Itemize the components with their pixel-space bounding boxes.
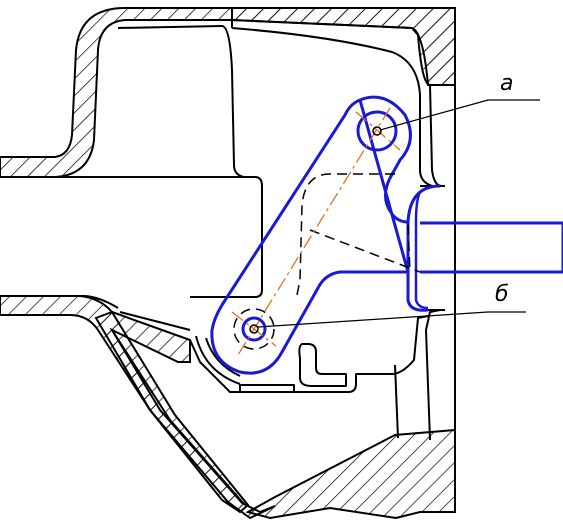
hidden-cutout <box>295 173 395 301</box>
plunger <box>406 184 563 312</box>
upper-pin-cross-centerline <box>355 111 401 151</box>
upper-pin-outer <box>356 110 398 152</box>
lever <box>210 95 412 375</box>
hidden-lines <box>233 173 421 350</box>
center-lines <box>231 107 401 356</box>
housing-right-upper-wall <box>231 7 456 86</box>
lower-outer-slant <box>111 329 246 506</box>
leader-line-a <box>379 99 540 131</box>
lower-pin-outer <box>241 316 267 342</box>
left-bore-bottom-line <box>0 295 119 309</box>
lower-pin-center-circle <box>249 324 259 334</box>
lower-pocket-lip <box>239 384 295 392</box>
plunger-head-inner <box>414 191 429 310</box>
right-inner-wall-upper <box>429 84 443 187</box>
pins <box>249 126 382 334</box>
housing-outlines <box>0 20 456 506</box>
lever-axis-centerline <box>237 107 391 356</box>
upper-pin-center-circle <box>372 126 382 136</box>
housing-section <box>0 7 456 520</box>
hidden-vertical <box>407 224 411 273</box>
hidden-diagonal <box>309 229 421 273</box>
lower-pocket-inner <box>298 343 347 387</box>
lower-pin-cross-centerline <box>231 311 277 347</box>
lower-pin-hidden-circle <box>233 308 275 350</box>
right-inner-wall-lower <box>425 309 441 441</box>
housing-lower-wall <box>0 295 276 520</box>
label-b: б <box>495 282 509 307</box>
plunger-rod <box>420 221 563 274</box>
right-mid-wall <box>394 364 399 439</box>
lower-pin-guard-arc <box>195 335 241 385</box>
inner-cavity-outline <box>117 25 245 178</box>
lever-outline <box>210 95 412 375</box>
housing-slanted-strip <box>94 310 250 514</box>
lower-pin-guard-arc-inner <box>205 337 241 377</box>
label-a: а <box>500 71 513 96</box>
plunger-head <box>406 184 441 312</box>
left-bore-top-line <box>0 176 263 298</box>
leaders <box>257 99 540 328</box>
lower-outer-slant-2 <box>119 311 191 331</box>
housing-bottom-right-wall <box>245 428 456 520</box>
lower-pocket-outline <box>189 315 429 393</box>
inner-cavity-right <box>231 20 438 187</box>
leader-line-b <box>257 311 526 328</box>
